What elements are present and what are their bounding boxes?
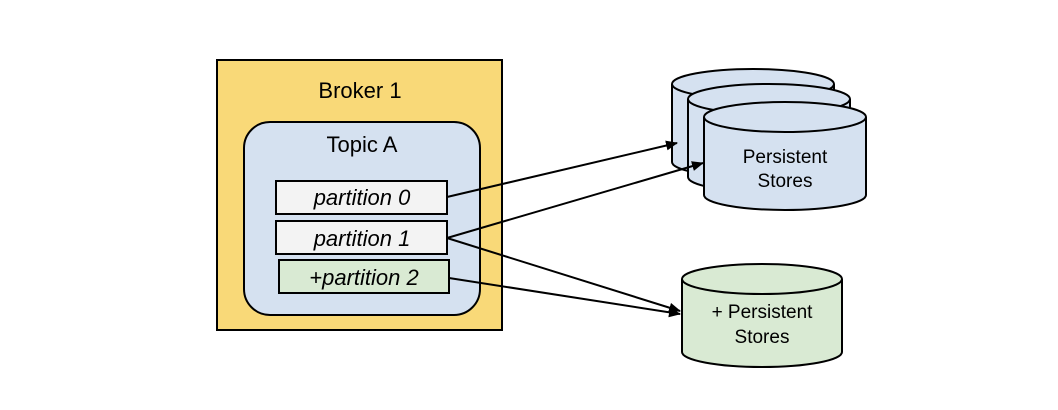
- partition-0: partition 0: [275, 180, 448, 215]
- partition-1: partition 1: [275, 220, 448, 255]
- partition-2-label: +partition 2: [309, 265, 418, 290]
- added-persistent-stores: + Persistent Stores: [681, 263, 843, 368]
- partition-1-box: [275, 220, 448, 255]
- partition-0-label: partition 0: [313, 185, 411, 210]
- partition-2-box: [278, 259, 450, 294]
- persistent-stores-stack: Persistent Stores: [671, 68, 867, 211]
- partition-0-box: [275, 180, 448, 215]
- arrow-partition1-to-added-stores: [446, 237, 681, 313]
- added-stores-label-line1: + Persistent: [712, 302, 814, 323]
- arrow-partition0-to-stores: [446, 140, 678, 198]
- arrow-partition2-to-added-stores: [448, 277, 681, 318]
- added-stores-label-line2: Stores: [735, 327, 790, 348]
- broker-title: Broker 1: [318, 78, 401, 103]
- persistent-stores-label-line1: Persistent: [743, 147, 828, 168]
- connection-arrows: [446, 140, 704, 318]
- persistent-stores-label-line2: Stores: [758, 171, 813, 192]
- persistent-store-cylinder-front: [703, 101, 867, 211]
- topic-title: Topic A: [327, 132, 398, 157]
- partition-2-added: +partition 2: [278, 259, 450, 294]
- partition-1-label: partition 1: [313, 226, 411, 251]
- arrow-partition1-to-stores: [446, 161, 704, 239]
